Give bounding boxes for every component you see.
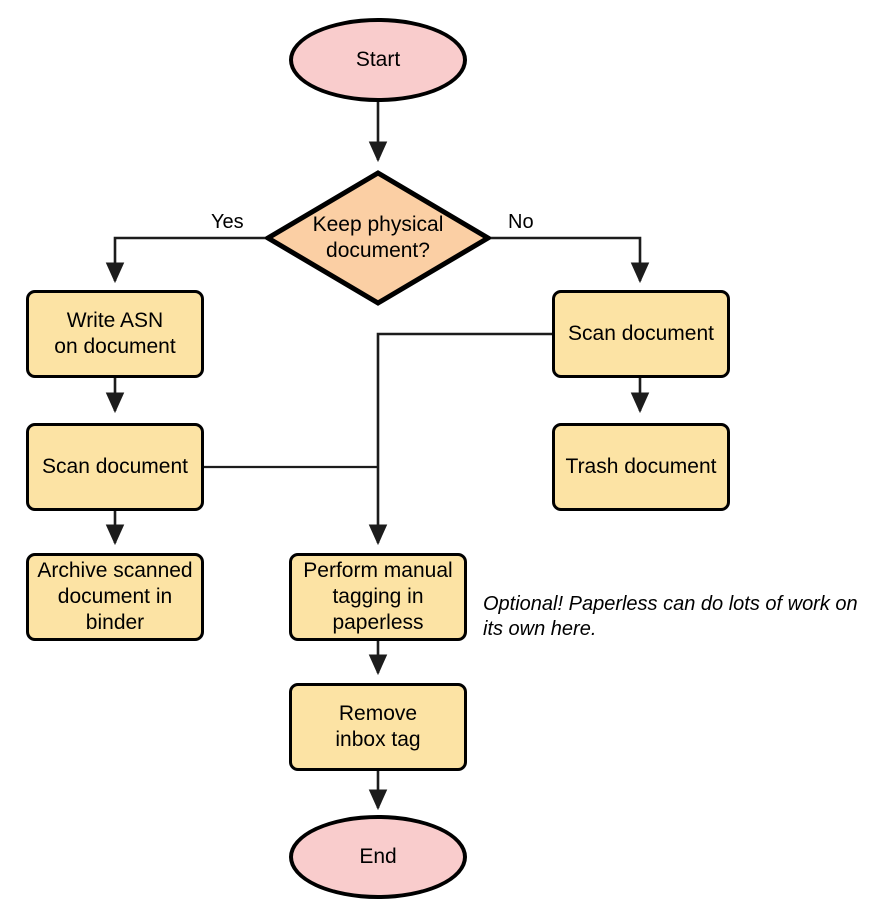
archive-line-1: Archive scanned bbox=[37, 559, 193, 582]
edge-decision-yes-to-write-asn bbox=[105, 236, 265, 284]
scan-document-right-label: Scan document bbox=[568, 322, 714, 345]
node-end-label: End bbox=[359, 845, 397, 868]
node-perform-manual-tagging[interactable]: Perform manual tagging in paperless bbox=[289, 553, 467, 641]
tagging-line-3: paperless bbox=[332, 611, 424, 634]
node-archive-scanned-document[interactable]: Archive scanned document in binder bbox=[26, 553, 204, 641]
archive-line-3: binder bbox=[85, 611, 145, 634]
note-line-2: its own here. bbox=[483, 618, 597, 640]
archive-line-2: document in bbox=[57, 585, 173, 608]
edge-label-yes: Yes bbox=[211, 211, 244, 233]
edge-label-no: No bbox=[508, 211, 534, 233]
tagging-line-2: tagging in bbox=[332, 585, 424, 608]
diamond-shape bbox=[265, 170, 491, 306]
note-optional-paperless: Optional! Paperless can do lots of work … bbox=[483, 592, 888, 642]
node-keep-physical-document[interactable]: Keep physical document? bbox=[265, 170, 491, 306]
note-line-1: Optional! Paperless can do lots of work … bbox=[483, 593, 858, 615]
scan-document-left-label: Scan document bbox=[42, 455, 188, 478]
node-scan-document-right[interactable]: Scan document bbox=[552, 290, 730, 378]
decision-line-2: document? bbox=[326, 239, 430, 262]
node-keep-physical-document-label: Keep physical document? bbox=[265, 212, 491, 264]
remove-inbox-line-1: Remove bbox=[338, 702, 418, 725]
edge-scan-right-to-tagging bbox=[368, 332, 552, 546]
node-remove-inbox-tag[interactable]: Remove inbox tag bbox=[289, 683, 467, 771]
write-asn-line-1: Write ASN bbox=[66, 309, 164, 332]
decision-line-1: Keep physical bbox=[312, 213, 444, 236]
write-asn-line-2: on document bbox=[54, 335, 176, 358]
edge-decision-no-to-scan-right bbox=[491, 236, 650, 284]
node-trash-document[interactable]: Trash document bbox=[552, 423, 730, 511]
tagging-line-1: Perform manual bbox=[303, 559, 453, 582]
node-end[interactable]: End bbox=[289, 815, 467, 899]
node-scan-document-left[interactable]: Scan document bbox=[26, 423, 204, 511]
node-start-label: Start bbox=[355, 48, 401, 71]
node-write-asn-on-document[interactable]: Write ASN on document bbox=[26, 290, 204, 378]
remove-inbox-line-2: inbox tag bbox=[335, 728, 421, 751]
node-start[interactable]: Start bbox=[289, 18, 467, 102]
trash-document-label: Trash document bbox=[565, 455, 717, 478]
